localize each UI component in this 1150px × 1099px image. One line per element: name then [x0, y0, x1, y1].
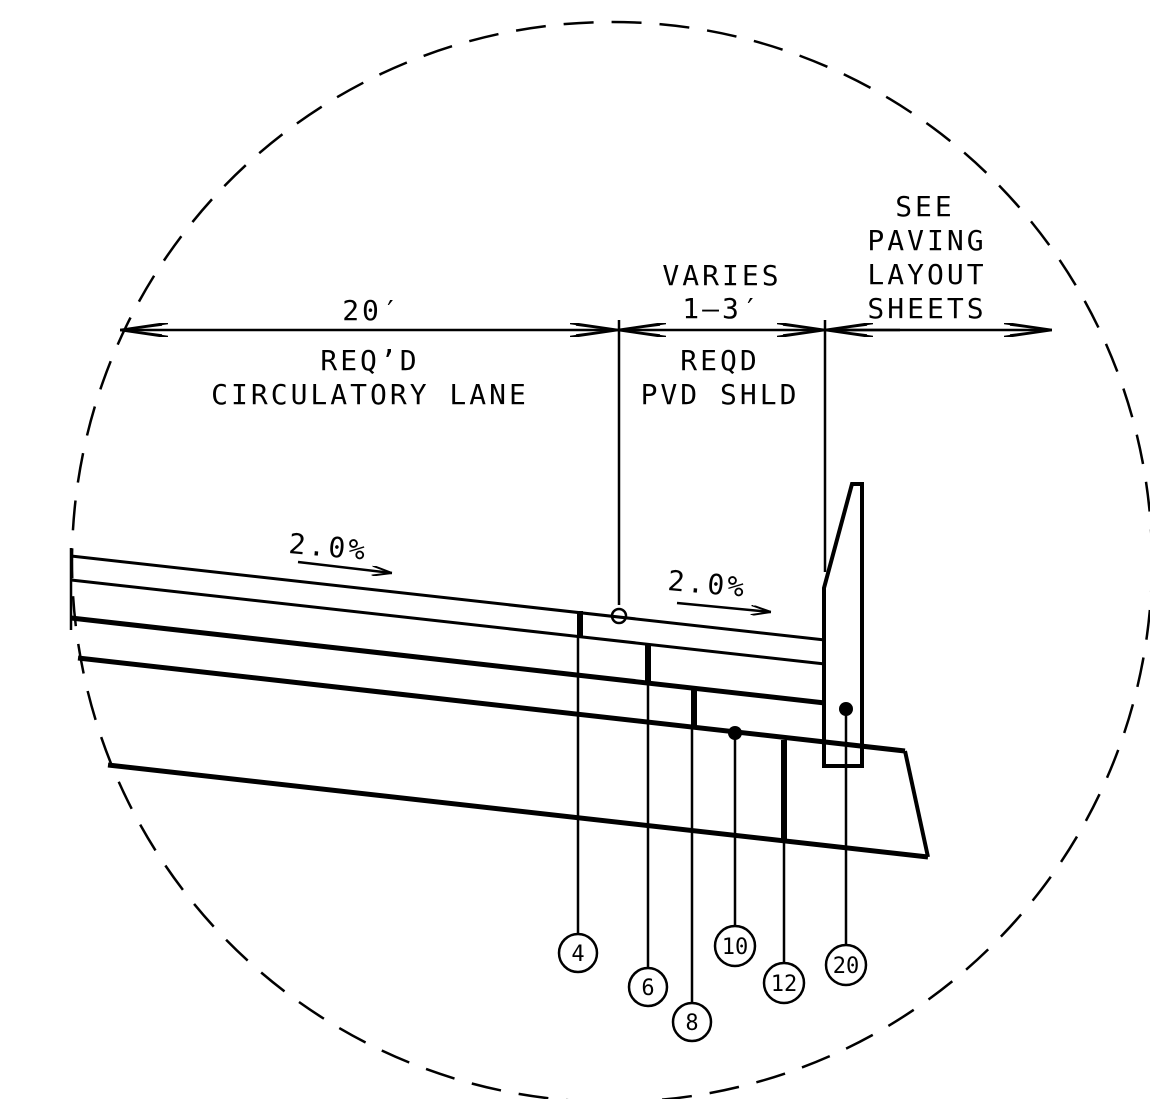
callout-bubble-6	[627, 966, 669, 1008]
shoulder-width-line2: 1–3′	[682, 292, 761, 325]
base-course-line	[77, 655, 906, 754]
see-paving-line4: SHEETS	[867, 292, 986, 325]
dimension-line	[120, 320, 1052, 605]
callout-bubble-8	[671, 1001, 713, 1043]
shoulder-label-line2: PVD SHLD	[641, 378, 800, 411]
subbase-end-slope	[903, 750, 930, 858]
shoulder-label-line1: REQD	[680, 344, 759, 377]
callout-bubble-4	[557, 932, 599, 974]
intermediate-course-line	[70, 615, 826, 706]
callout-label-6: 6	[641, 976, 654, 1001]
callout-label-8: 8	[685, 1011, 698, 1036]
detail-boundary-circle	[70, 20, 1150, 1099]
pavement-section	[69, 482, 930, 860]
see-paving-line3: LAYOUT	[867, 258, 986, 291]
callout-bubble-20	[824, 943, 868, 987]
shoulder-width-line1: VARIES	[662, 259, 781, 292]
callouts: 4 6 8 10 12 20	[557, 637, 868, 1043]
see-paving-line2: PAVING	[867, 224, 986, 257]
shoulder-slope-arrow	[676, 601, 771, 612]
curb	[822, 482, 864, 768]
surface-course-line	[70, 578, 826, 666]
callout-label-12: 12	[771, 972, 798, 997]
see-paving-line1: SEE	[895, 190, 955, 223]
callout-bubble-12	[762, 961, 806, 1005]
callout-label-4: 4	[571, 942, 584, 967]
subbase-line	[107, 762, 929, 860]
lane-width-text: 20′	[342, 294, 402, 327]
lane-label-line2: CIRCULATORY LANE	[211, 378, 529, 411]
lane-slope-text: 2.0%	[287, 527, 369, 567]
callout-label-20: 20	[833, 954, 860, 979]
callout-bubble-10	[713, 924, 757, 968]
finished-grade-line	[70, 554, 826, 642]
shoulder-slope-text: 2.0%	[666, 564, 748, 604]
callout-label-10: 10	[722, 935, 749, 960]
lane-label-line1: REQ’D	[320, 344, 419, 377]
lane-slope-arrow	[297, 560, 392, 573]
shoulder-edge-point	[610, 607, 628, 625]
